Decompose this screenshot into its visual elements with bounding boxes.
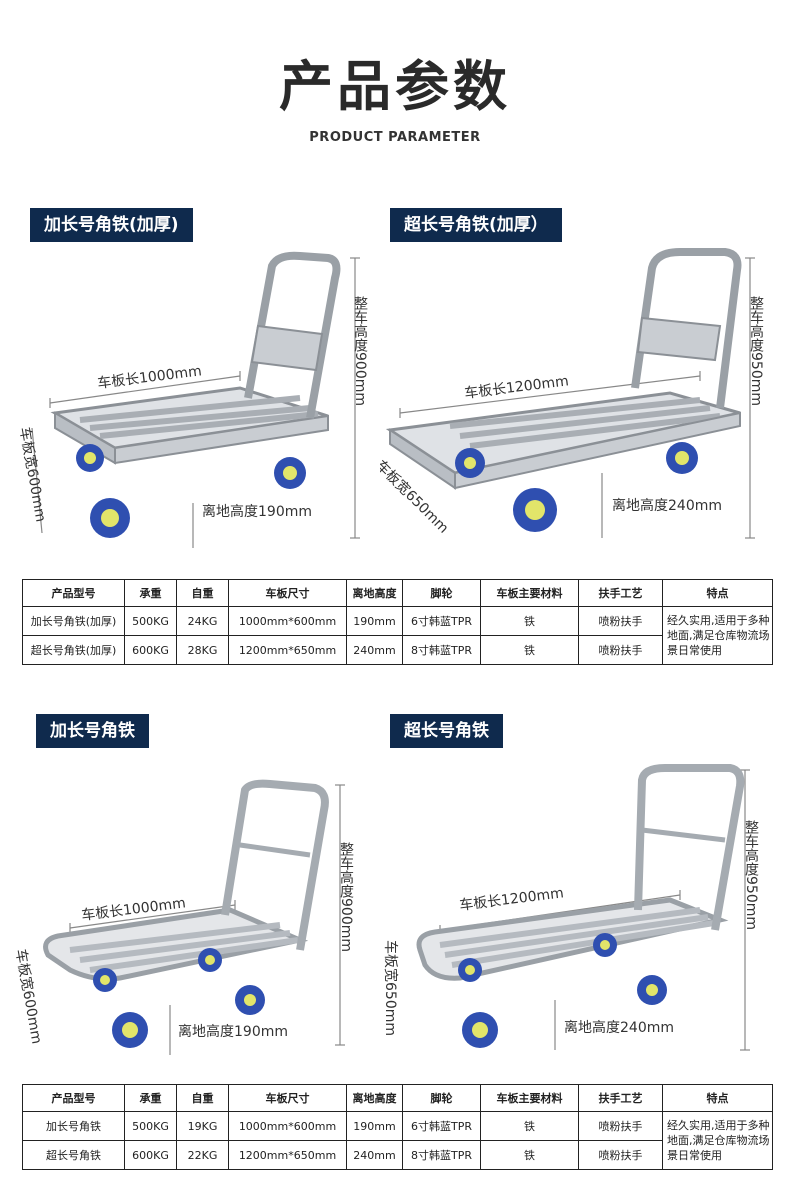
table-cell: 24KG (176, 606, 229, 636)
table-cell: 19KG (176, 1111, 229, 1141)
cart-4-body (416, 764, 745, 1048)
product-tag-3: 加长号角铁 (36, 714, 149, 748)
col-header: 承重 (124, 1084, 177, 1112)
col-header: 特点 (662, 1084, 773, 1112)
col-header: 车板主要材料 (480, 579, 579, 607)
table-cell: 加长号角铁(加厚) (22, 606, 125, 636)
col-header: 扶手工艺 (578, 1084, 663, 1112)
cart-diagram-1: 车板长1000mm 车板宽600mm 整车高度900mm 离地高度190mm (16, 251, 368, 548)
col-header: 扶手工艺 (578, 579, 663, 607)
table-cell: 22KG (176, 1140, 229, 1170)
feature-cell: 经久实用,适用于多种地面,满足仓库物流场景日常使用 (662, 1111, 773, 1170)
table-cell: 喷粉扶手 (578, 1140, 663, 1170)
table-row: 超长号角铁 600KG 22KG 1200mm*650mm 240mm 8寸韩蓝… (22, 1140, 773, 1170)
table-cell: 28KG (176, 635, 229, 665)
dim-height-1: 整车高度900mm (352, 296, 368, 406)
col-header: 离地高度 (346, 1084, 403, 1112)
product-tag-2: 超长号角铁(加厚） (390, 208, 562, 242)
table-cell: 加长号角铁 (22, 1111, 125, 1141)
col-header: 车板尺寸 (228, 579, 347, 607)
dim-clearance-1: 离地高度190mm (202, 503, 312, 520)
cart-3-body (43, 779, 329, 1048)
table-cell: 铁 (480, 606, 579, 636)
table-row: 加长号角铁(加厚) 500KG 24KG 1000mm*600mm 190mm … (22, 606, 773, 665)
table-cell: 1200mm*650mm (228, 1140, 347, 1170)
col-header: 承重 (124, 579, 177, 607)
dim-width-1: 车板宽600mm (16, 426, 49, 523)
table-cell: 铁 (480, 1140, 579, 1170)
cart-diagram-2: 车板长1200mm 车板宽650mm 整车高度950mm 离地高度240mm (380, 248, 764, 539)
dim-length-2: 车板长1200mm (463, 372, 569, 402)
table-cell: 600KG (124, 1140, 177, 1170)
table-cell: 8寸韩蓝TPR (402, 635, 481, 665)
table-cell: 190mm (346, 606, 403, 636)
table-cell: 500KG (124, 1111, 177, 1141)
table-cell: 240mm (346, 1140, 403, 1170)
dim-height-3: 整车高度900mm (338, 842, 354, 952)
dim-length-4: 车板长1200mm (458, 884, 564, 914)
col-header: 自重 (176, 579, 229, 607)
table-row: 超长号角铁(加厚) 600KG 28KG 1200mm*650mm 240mm … (22, 635, 773, 665)
table-cell: 铁 (480, 1111, 579, 1141)
table-cell: 190mm (346, 1111, 403, 1141)
cart-2-body (385, 248, 742, 532)
table-cell: 超长号角铁(加厚) (22, 635, 125, 665)
table-header-row: 产品型号 承重 自重 车板尺寸 离地高度 脚轮 车板主要材料 扶手工艺 特点 (22, 1084, 773, 1112)
table-cell: 6寸韩蓝TPR (402, 1111, 481, 1141)
table-cell: 喷粉扶手 (578, 1111, 663, 1141)
spec-table-1: 产品型号 承重 自重 车板尺寸 离地高度 脚轮 车板主要材料 扶手工艺 特点 加… (22, 579, 773, 665)
cart-diagram-4: 车板长1200mm 车板宽650mm 整车高度950mm 离地高度240mm (382, 764, 759, 1051)
table-cell: 铁 (480, 635, 579, 665)
feature-cell: 经久实用,适用于多种地面,满足仓库物流场景日常使用 (662, 606, 773, 665)
col-header: 特点 (662, 579, 773, 607)
cart-diagram-3: 车板长1000mm 车板宽600mm 整车高度900mm 离地高度190mm (12, 779, 354, 1055)
table-cell: 1000mm*600mm (228, 1111, 347, 1141)
col-header: 脚轮 (402, 579, 481, 607)
dim-clearance-2: 离地高度240mm (612, 497, 722, 514)
table-row: 加长号角铁 500KG 19KG 1000mm*600mm 190mm 6寸韩蓝… (22, 1111, 773, 1170)
dim-width-3: 车板宽600mm (12, 948, 45, 1045)
cart-1-body (50, 251, 341, 538)
table-cell: 8寸韩蓝TPR (402, 1140, 481, 1170)
table-cell: 喷粉扶手 (578, 635, 663, 665)
table-header-row: 产品型号 承重 自重 车板尺寸 离地高度 脚轮 车板主要材料 扶手工艺 特点 (22, 579, 773, 607)
table-cell: 600KG (124, 635, 177, 665)
dim-clearance-4: 离地高度240mm (564, 1019, 674, 1036)
dim-clearance-3: 离地高度190mm (178, 1023, 288, 1040)
table-cell: 1000mm*600mm (228, 606, 347, 636)
spec-table-2: 产品型号 承重 自重 车板尺寸 离地高度 脚轮 车板主要材料 扶手工艺 特点 加… (22, 1084, 773, 1170)
dim-height-4: 整车高度950mm (743, 820, 759, 930)
dim-length-1: 车板长1000mm (96, 362, 202, 392)
table-cell: 6寸韩蓝TPR (402, 606, 481, 636)
table-cell: 240mm (346, 635, 403, 665)
table-cell: 500KG (124, 606, 177, 636)
dim-width-4: 车板宽650mm (382, 940, 399, 1036)
page-title: 产品参数 (279, 55, 511, 118)
table-cell: 喷粉扶手 (578, 606, 663, 636)
table-cell: 1200mm*650mm (228, 635, 347, 665)
product-tag-4: 超长号角铁 (390, 714, 503, 748)
col-header: 车板尺寸 (228, 1084, 347, 1112)
dim-height-2: 整车高度950mm (748, 296, 764, 406)
col-header: 产品型号 (22, 1084, 125, 1112)
page-subtitle: PRODUCT PARAMETER (309, 130, 481, 145)
col-header: 离地高度 (346, 579, 403, 607)
product-tag-1: 加长号角铁(加厚) (30, 208, 193, 242)
col-header: 车板主要材料 (480, 1084, 579, 1112)
table-cell: 超长号角铁 (22, 1140, 125, 1170)
col-header: 脚轮 (402, 1084, 481, 1112)
col-header: 产品型号 (22, 579, 125, 607)
col-header: 自重 (176, 1084, 229, 1112)
